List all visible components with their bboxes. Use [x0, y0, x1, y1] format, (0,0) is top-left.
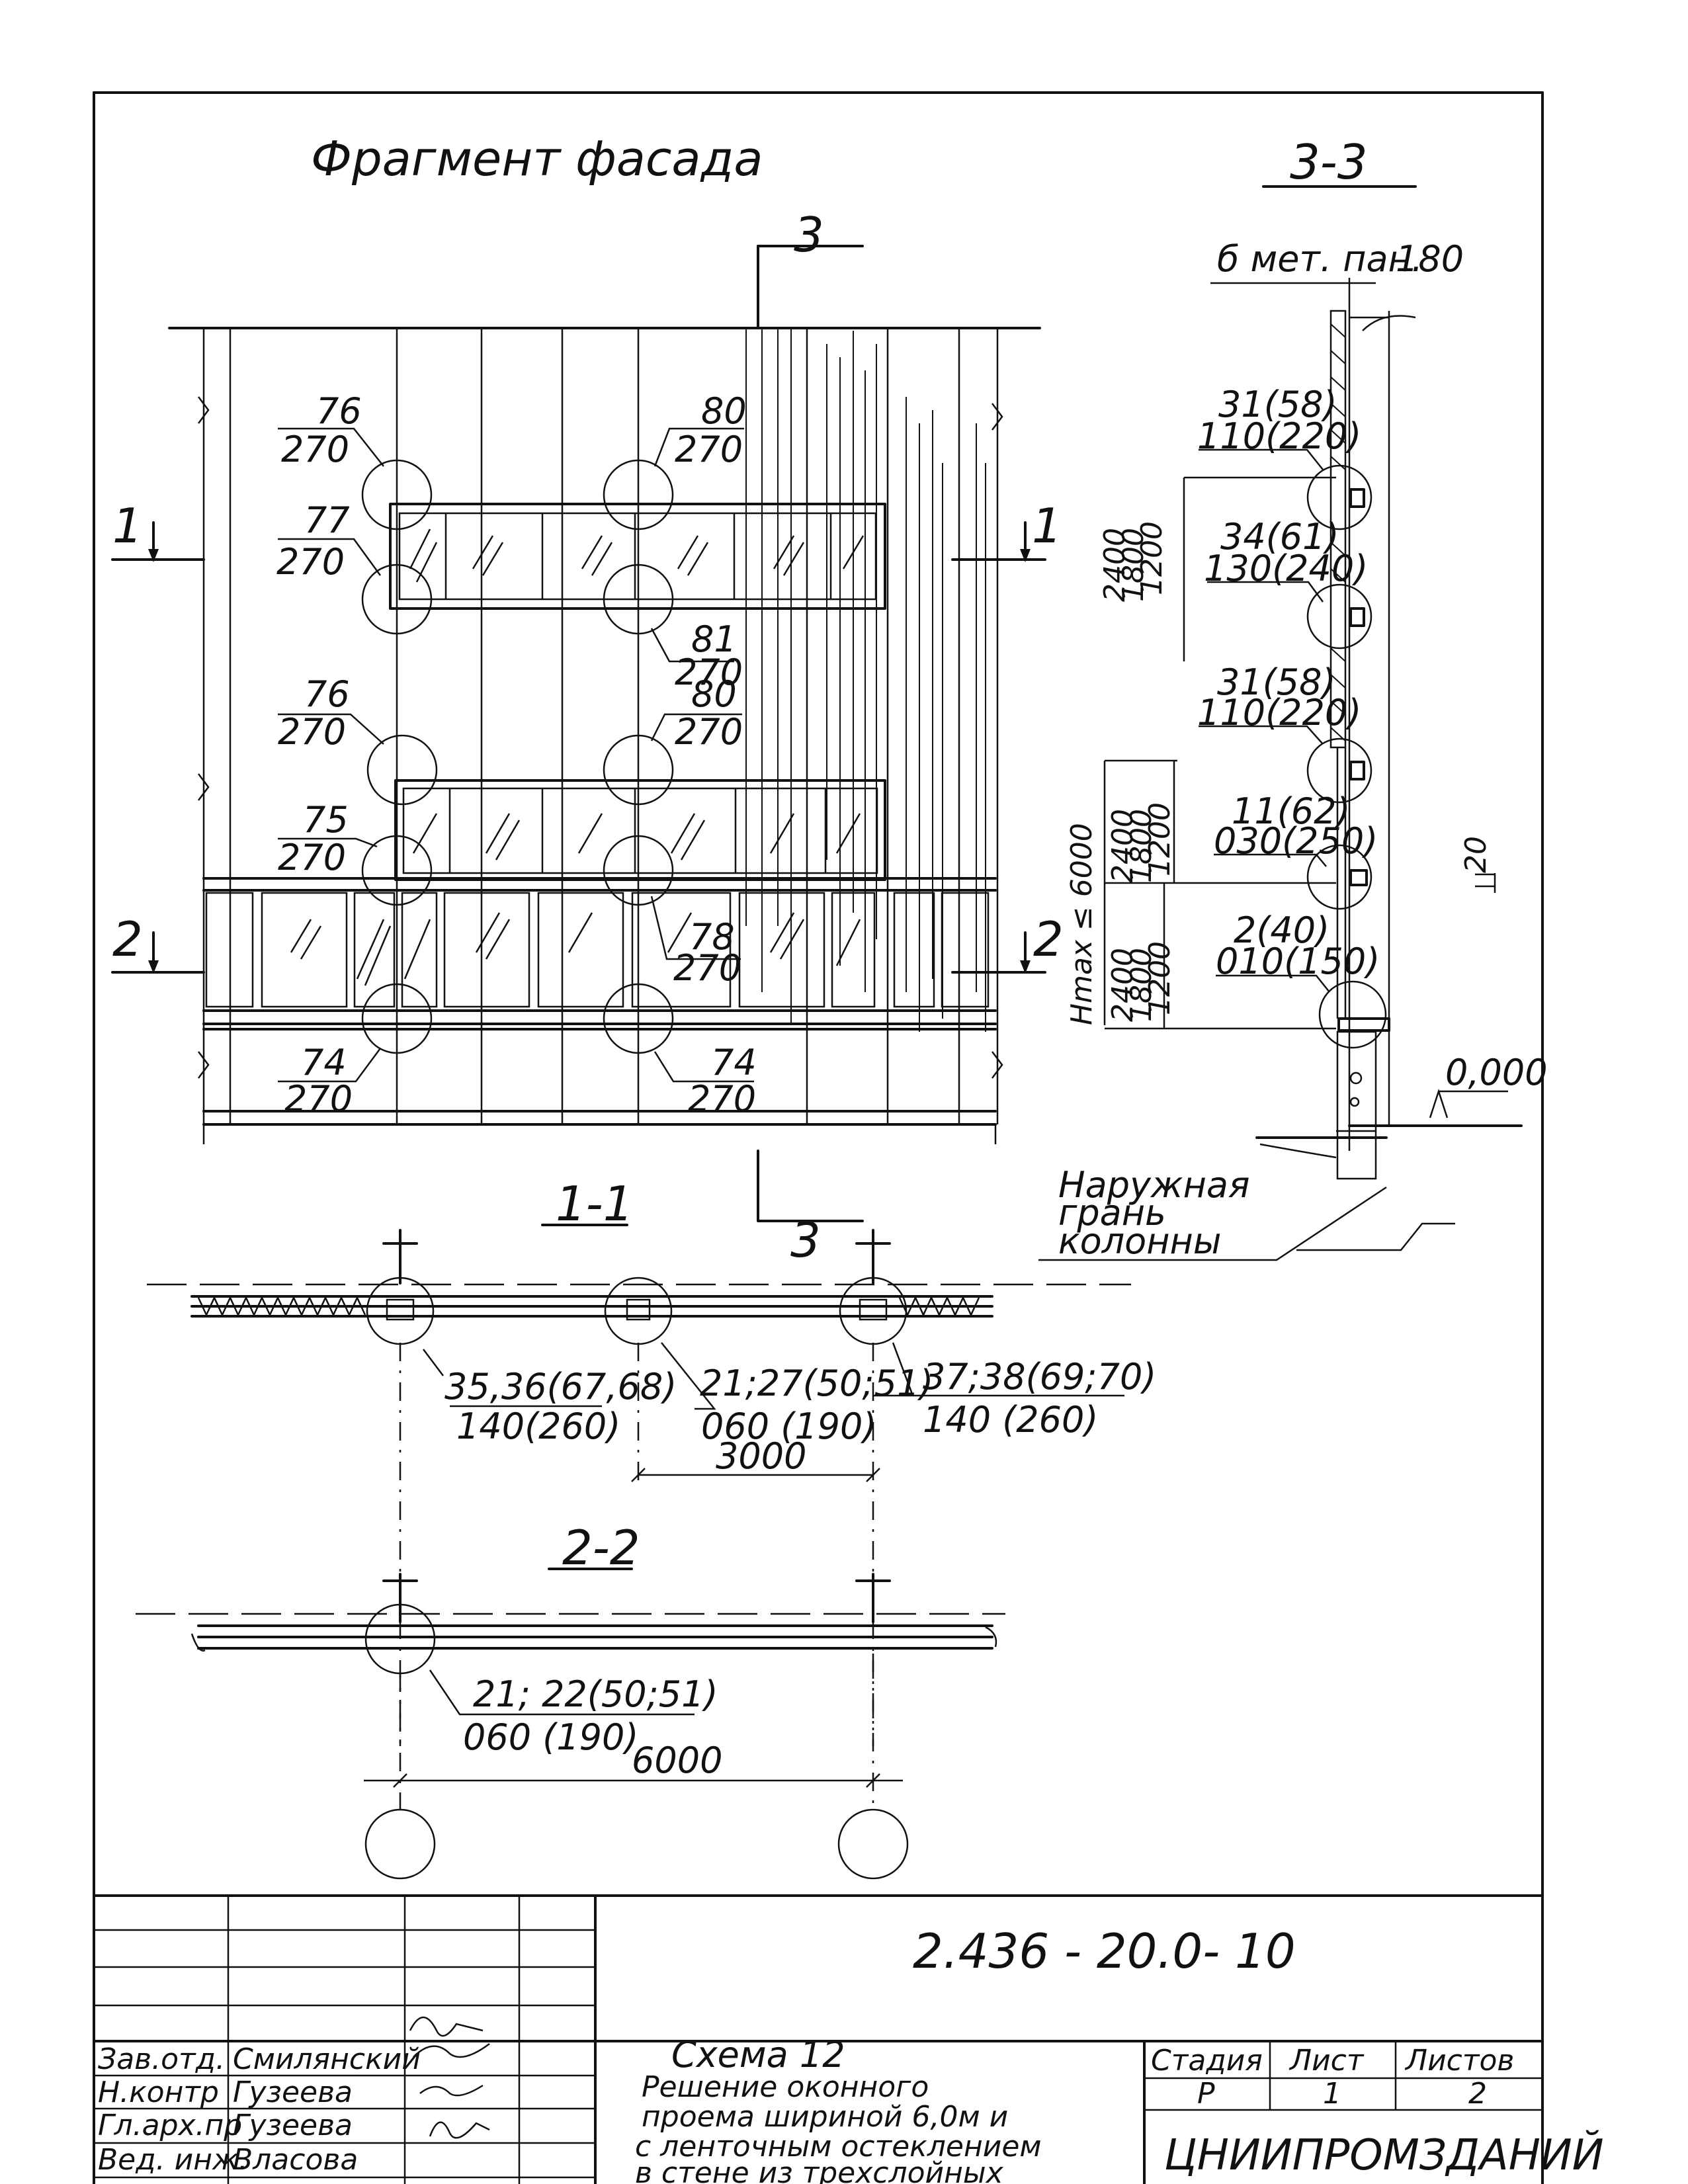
dim-mid-a: 2400: [1106, 809, 1140, 883]
dim-mid-b: 1800: [1124, 809, 1158, 883]
section-11-title: 1-1: [556, 1176, 634, 1232]
section-22-title: 2-2: [562, 1520, 640, 1575]
node-den: 140 (260): [923, 1399, 1098, 1441]
panel-label: б мет. пан.: [1217, 238, 1423, 280]
node-den: 060 (190): [701, 1406, 876, 1447]
role-label: Гл.арх.пр: [98, 2109, 242, 2142]
callout-den: 270: [675, 651, 743, 693]
callout-den: 270: [278, 837, 346, 878]
node-num: 31(58): [1218, 384, 1337, 425]
cut-mark-1-right: 1: [1032, 498, 1062, 554]
desc-line: в стене из трехслойных: [635, 2156, 1004, 2184]
node-den: 110(220): [1197, 415, 1361, 457]
node-den: 030(250): [1214, 820, 1378, 862]
dim-hmax: Hmax ≤ 6000: [1065, 823, 1099, 1025]
title-block: [93, 1894, 1544, 2184]
callout-den: 270: [276, 541, 345, 583]
stage-value: Р: [1197, 2077, 1215, 2111]
dim-mid-c: 1200: [1143, 802, 1177, 876]
person-name: Власова: [233, 2143, 358, 2177]
callout-num: 75: [303, 799, 349, 841]
person-name: Гузеева: [233, 2109, 353, 2142]
cut-mark-1-left: 1: [112, 498, 143, 554]
node-den: 060 (190): [463, 1716, 638, 1758]
callout-den: 270: [281, 429, 349, 470]
role-label: Вед. инж.: [98, 2143, 248, 2177]
organization: ЦНИИПРОМЗДАНИЙ: [1164, 2130, 1604, 2180]
section-11-drawing: [147, 1150, 1131, 1746]
dim-upper-c: 1200: [1135, 521, 1169, 595]
callout-num: 76: [304, 673, 350, 715]
desc-line: с ленточным остеклением: [635, 2130, 1042, 2163]
sheet-frame: [93, 91, 1544, 2184]
role-label: Н.контр: [98, 2076, 219, 2109]
node-den: 140(260): [456, 1406, 620, 1447]
dim-6000: 6000: [632, 1740, 722, 1781]
doc-code: 2.436 - 20.0- 10: [913, 1923, 1296, 1979]
node-num: 34(61): [1220, 516, 1339, 558]
node-num: 2(40): [1234, 909, 1329, 951]
col-header-sheet: Лист: [1288, 2044, 1365, 2078]
node-num: 11(62): [1232, 790, 1351, 832]
node-num: 21; 22(50;51): [473, 1673, 718, 1715]
section-22-labels: 21; 22(50;51) 060 (190) 6000: [463, 1673, 722, 1781]
sheet-value: 1: [1323, 2077, 1341, 2111]
cut-mark-2-left: 2: [112, 911, 143, 967]
callout-den: 270: [688, 1078, 756, 1120]
sheets-value: 2: [1468, 2077, 1487, 2111]
node-den: 010(150): [1216, 941, 1380, 982]
dim-upper-a: 2400: [1098, 528, 1132, 602]
callout-num: 80: [691, 673, 737, 715]
section-33-labels: б мет. пан. 180 31(58) 110(220) 34(61) 1…: [1058, 238, 1548, 1262]
callout-den: 270: [278, 711, 346, 753]
level-label: 0,000: [1445, 1052, 1548, 1093]
callout-num: 74: [301, 1042, 347, 1083]
note-line-1: Наружная: [1058, 1164, 1249, 1206]
callout-den: 270: [675, 429, 743, 470]
callout-num: 76: [316, 390, 362, 432]
callout-den: 270: [673, 947, 741, 989]
cut-mark-3-top: 3: [794, 207, 824, 263]
section-22-drawing: [136, 1573, 1005, 1880]
col-header-stage: Стадия: [1151, 2044, 1263, 2078]
facade-callout-labels: 76 270 80 270 77 270 81 270 76 270 80 27…: [276, 390, 757, 1120]
cut-mark-2-right: 2: [1033, 911, 1064, 967]
callout-num: 80: [701, 390, 747, 432]
offset-label: 180: [1396, 238, 1464, 280]
section-11-labels: 35,36(67,68) 140(260) 21;27(50;51) 060 (…: [444, 1356, 1156, 1477]
section-33-drawing: [1038, 278, 1523, 1261]
section-33-title: 3-3: [1290, 134, 1368, 190]
node-den: 110(220): [1197, 692, 1361, 734]
dim-low-b: 1800: [1124, 948, 1158, 1022]
callout-den: 270: [675, 711, 743, 753]
title-block-text: 2.436 - 20.0- 10 Зав.отд. Н.контр Гл.арх…: [98, 1923, 1604, 2184]
person-name: Смилянский: [233, 2042, 421, 2076]
facade-title: Фрагмент фасада: [311, 131, 763, 187]
note-line-3: колонны: [1058, 1220, 1221, 1262]
node-num: 31(58): [1217, 661, 1336, 703]
callout-num: 78: [689, 916, 735, 958]
desc-line: Схема 12: [671, 2034, 845, 2076]
node-num: 37;38(69;70): [923, 1356, 1156, 1398]
node-num: 35,36(67,68): [444, 1366, 677, 1407]
role-label: Зав.отд.: [98, 2042, 225, 2076]
dim-upper-b: 1800: [1117, 528, 1150, 602]
desc-line: Решение оконного: [642, 2070, 929, 2104]
dim-3000: 3000: [716, 1435, 806, 1477]
dim-gap: 20: [1459, 836, 1493, 873]
node-den: 130(240): [1204, 548, 1368, 589]
desc-line: проема шириной 6,0м и: [642, 2100, 1008, 2134]
facade-drawing: [111, 245, 1046, 1144]
person-name: Гузеева: [233, 2076, 353, 2109]
callout-num: 74: [711, 1042, 757, 1083]
note-line-2: грань: [1058, 1192, 1166, 1234]
node-num: 21;27(50;51): [700, 1363, 933, 1404]
dim-low-a: 2400: [1106, 948, 1140, 1022]
callout-den: 270: [284, 1078, 353, 1120]
callout-num: 81: [691, 618, 737, 660]
dim-low-c: 1200: [1143, 941, 1177, 1015]
callout-num: 77: [304, 499, 350, 541]
col-header-sheets: Листов: [1404, 2044, 1514, 2078]
